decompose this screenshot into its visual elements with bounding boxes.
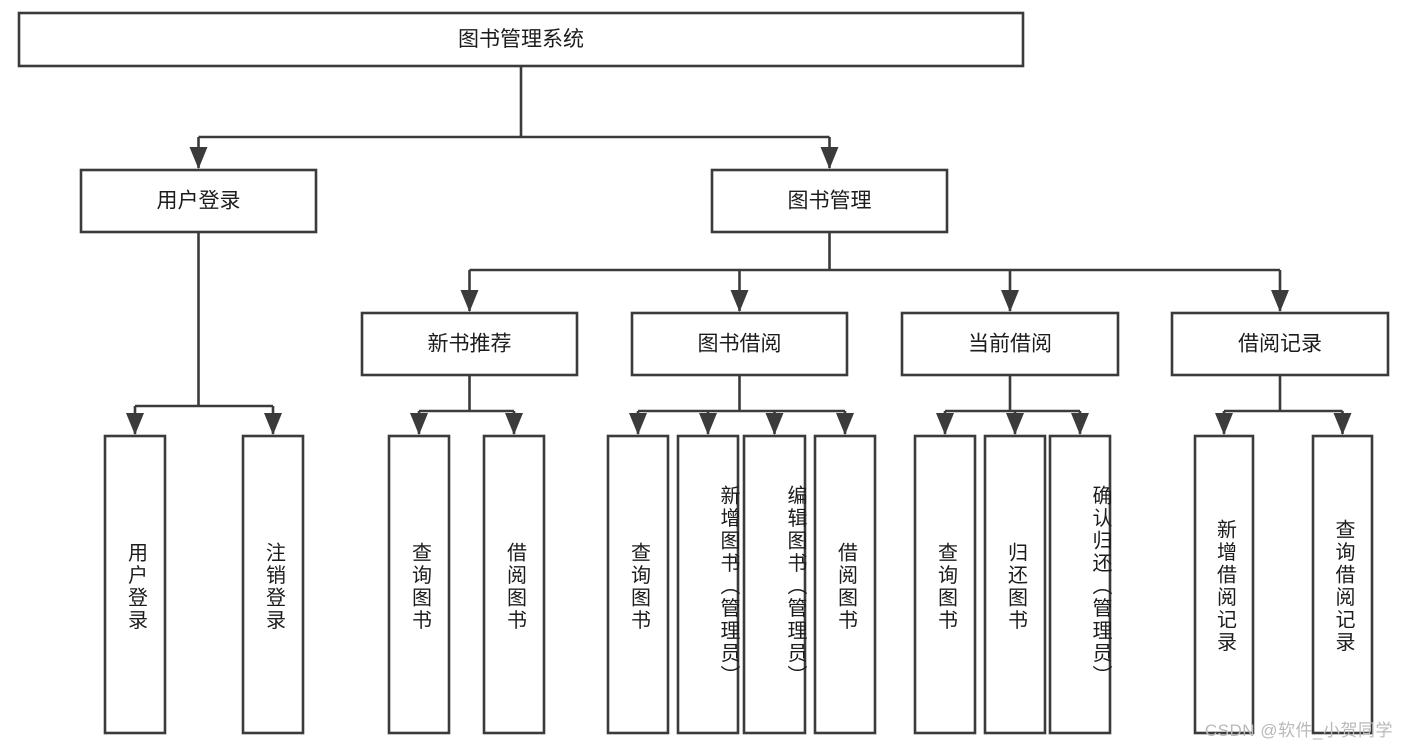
connector-lines-layer bbox=[126, 66, 1352, 435]
arrow-head-icon bbox=[730, 290, 749, 312]
node-box-leaf-return-book[interactable] bbox=[983, 434, 1047, 735]
node-box-new-book-recommend[interactable] bbox=[360, 311, 579, 377]
csdn-watermark: CSDN @软件_小贺同学 bbox=[1204, 721, 1393, 740]
node-box-leaf-logout[interactable] bbox=[241, 434, 305, 735]
node-box-borrow-record[interactable] bbox=[1170, 311, 1390, 377]
node-label-borrow-record: 借阅记录 bbox=[1238, 333, 1322, 356]
node-box-leaf-add-record[interactable] bbox=[1193, 434, 1255, 735]
node-label-root: 图书管理系统 bbox=[458, 28, 584, 51]
node-label-current-borrow: 当前借阅 bbox=[968, 333, 1052, 356]
node-box-leaf-query-book-2[interactable] bbox=[606, 434, 670, 735]
arrow-head-icon bbox=[836, 413, 854, 435]
node-box-leaf-query-book-3[interactable] bbox=[913, 434, 977, 735]
arrow-head-icon bbox=[765, 413, 784, 435]
arrow-head-icon bbox=[1001, 290, 1019, 312]
node-boxes-layer bbox=[17, 11, 1390, 735]
node-box-leaf-edit-book[interactable] bbox=[742, 434, 807, 735]
node-label-book-borrow: 图书借阅 bbox=[698, 333, 782, 356]
node-box-current-borrow[interactable] bbox=[900, 311, 1120, 377]
node-box-leaf-borrow-book-1[interactable] bbox=[482, 434, 546, 735]
node-box-user-login[interactable] bbox=[79, 168, 318, 234]
node-label-user-login: 用户登录 bbox=[157, 190, 241, 213]
arrow-head-icon bbox=[505, 413, 523, 435]
node-box-leaf-user-login[interactable] bbox=[103, 434, 167, 735]
node-box-leaf-confirm-return[interactable] bbox=[1048, 434, 1112, 735]
arrow-head-icon bbox=[936, 413, 954, 435]
node-box-leaf-add-book[interactable] bbox=[676, 434, 740, 735]
node-box-book-manage[interactable] bbox=[710, 168, 949, 234]
arrow-head-icon bbox=[820, 147, 839, 169]
arrow-head-icon bbox=[1006, 413, 1024, 435]
node-box-root[interactable] bbox=[17, 11, 1025, 68]
arrow-head-icon bbox=[699, 413, 717, 435]
node-box-leaf-borrow-book-2[interactable] bbox=[813, 434, 877, 735]
node-box-book-borrow[interactable] bbox=[630, 311, 849, 377]
arrow-head-icon bbox=[189, 147, 208, 169]
arrow-head-icon bbox=[1271, 290, 1289, 312]
arrow-head-icon bbox=[1333, 413, 1352, 435]
arrow-head-icon bbox=[126, 413, 144, 435]
node-box-leaf-query-record[interactable] bbox=[1311, 434, 1374, 735]
node-label-book-manage: 图书管理 bbox=[788, 190, 872, 213]
arrow-head-icon bbox=[1071, 413, 1089, 435]
arrow-head-icon bbox=[264, 413, 282, 435]
node-label-new-book-recommend: 新书推荐 bbox=[428, 333, 512, 356]
arrow-head-icon bbox=[460, 290, 479, 312]
arrow-head-icon bbox=[410, 413, 428, 435]
node-box-leaf-query-book-1[interactable] bbox=[387, 434, 451, 735]
arrow-head-icon bbox=[1215, 413, 1233, 435]
arrow-head-icon bbox=[629, 413, 647, 435]
